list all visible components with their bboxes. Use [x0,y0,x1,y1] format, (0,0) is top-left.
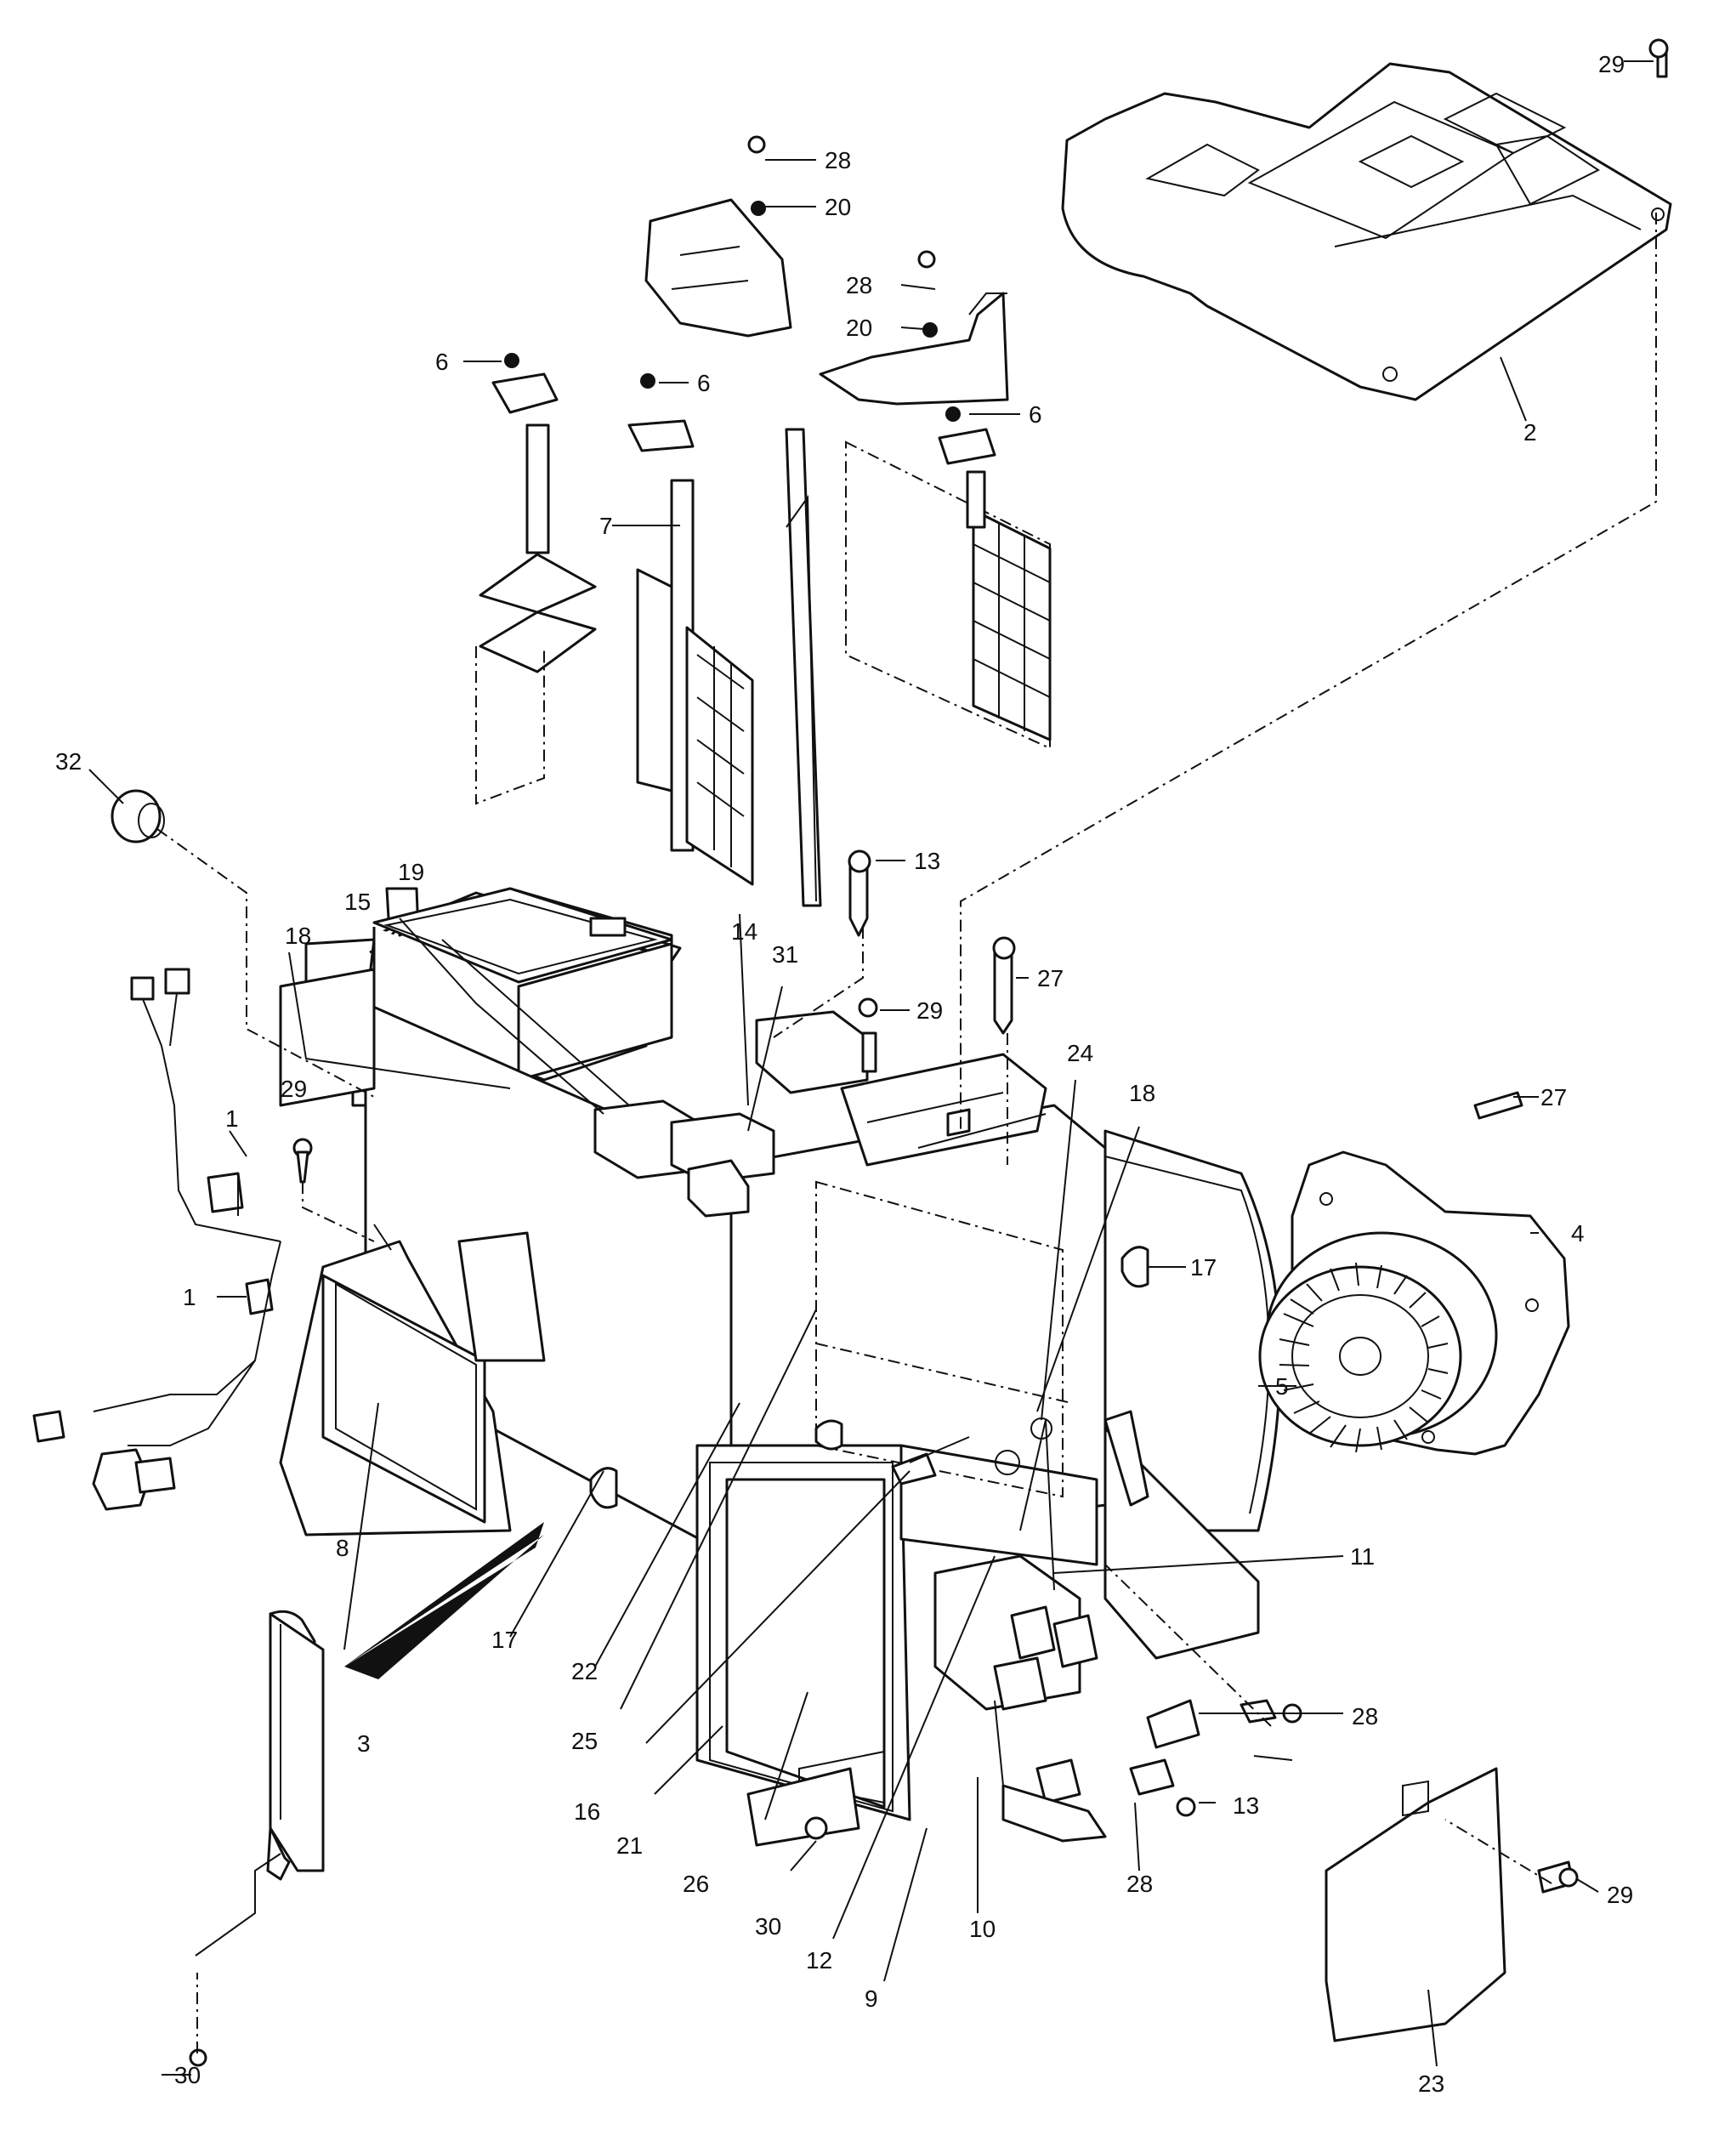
callout-19: 19 [398,859,424,885]
callout-11: 11 [1350,1543,1375,1570]
callout-6-c: 6 [1029,401,1042,428]
callout-18-a: 18 [285,923,311,949]
callout-1-b: 1 [183,1284,196,1310]
callout-29-c: 29 [1607,1882,1633,1908]
callout-24: 25 [571,1728,598,1754]
heater-unit-housing [279,887,1282,1847]
callout-23: 24 [1067,1040,1093,1066]
callout-20-a: 20 [825,194,851,220]
callout-30-b: 30 [174,2062,201,2088]
callout-13-b: 13 [1233,1792,1259,1819]
callout-27-a: 27 [1037,965,1064,991]
callout-4: 4 [1571,1220,1585,1247]
callout-12: 12 [806,1947,832,1974]
callout-15: 15 [344,889,371,915]
callout-28-b: 28 [846,272,872,298]
callout-29-b: 29 [281,1076,307,1102]
callout-8: 8 [336,1535,349,1561]
callout-13-a: 13 [914,848,940,874]
callout-29-top: 29 [1598,51,1625,77]
side-cover [1325,1767,1506,2042]
callout-6-a: 6 [435,349,449,375]
hardware-parts [111,38,1669,2067]
wiring-harness [32,968,392,1511]
callout-26: 26 [683,1871,709,1897]
callout-7: 7 [599,513,613,539]
callout-9: 9 [865,1985,878,2012]
linkage-plates [644,198,1009,406]
callout-6-b: 6 [697,370,711,396]
lever-caps [491,201,996,465]
callout-16: 16 [574,1798,600,1825]
callout-21: 21 [616,1832,643,1859]
callout-25: 23 [1418,2070,1444,2097]
callout-29-a: 29 [916,997,943,1024]
callout-30-a: 30 [755,1913,781,1940]
callout-5: 5 [1275,1373,1289,1400]
heater-core [195,1610,325,1957]
side-duct [279,1231,546,1536]
assembly-lines [156,213,1657,2053]
top-cover [1061,62,1672,401]
callout-14: 14 [731,918,757,945]
leader-lines [88,60,1654,2076]
direction-arrow [344,1522,544,1679]
callout-20-b: 20 [846,315,872,341]
callout-17-a: 17 [1190,1254,1217,1281]
callout-10: 10 [969,1916,996,1942]
callout-2: 2 [1523,419,1537,446]
callout-1-a: 1 [225,1105,239,1132]
callout-18-b: 18 [1129,1080,1155,1106]
callout-28-a: 28 [825,147,851,173]
callout-labels: 29 28 20 28 20 6 6 6 2 7 32 13 19 15 14 … [55,51,1633,2097]
blower-motor [1258,1150,1570,1456]
damper-doors [475,423,1052,907]
callout-3: 3 [357,1730,371,1757]
callout-28-d: 28 [1126,1871,1153,1897]
callout-31: 31 [772,941,798,968]
callout-28-c: 28 [1352,1703,1378,1730]
callout-27-b: 27 [1540,1084,1567,1110]
callout-22: 22 [571,1658,598,1684]
callout-32: 32 [55,748,82,775]
callout-17-b: 17 [491,1627,518,1653]
